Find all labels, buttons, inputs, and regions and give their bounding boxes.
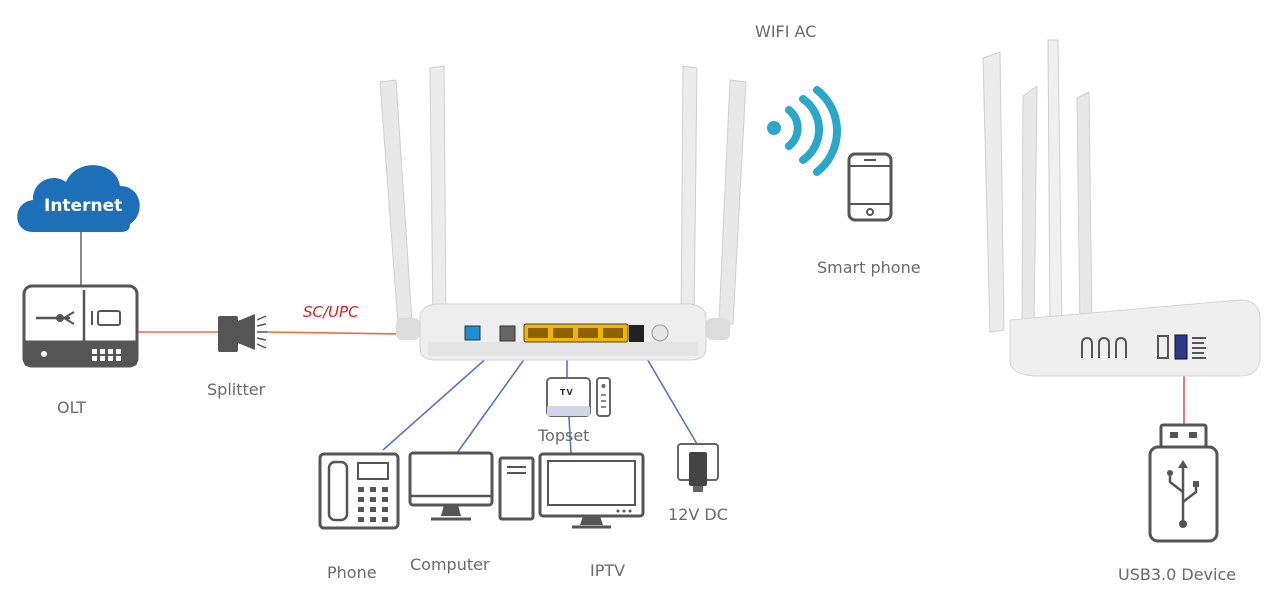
desk-phone-icon xyxy=(318,452,400,530)
smartphone-icon xyxy=(847,152,893,222)
cloud-icon xyxy=(17,165,140,232)
router-side-icon xyxy=(982,39,1261,377)
phone-label: Phone xyxy=(327,563,377,582)
router-icon xyxy=(379,65,747,361)
power-button xyxy=(651,324,669,342)
lan-port-1 xyxy=(528,328,548,338)
topset-label: Topset xyxy=(538,426,590,445)
tv-badge-label: TV xyxy=(560,388,574,397)
lan-port-2 xyxy=(553,328,573,338)
internet-label: Internet xyxy=(44,196,123,216)
iptv-line xyxy=(568,416,572,454)
power-adapter-icon xyxy=(677,443,719,492)
computer-icon xyxy=(408,451,535,521)
dc-port xyxy=(629,325,644,342)
smart-phone-label: Smart phone xyxy=(817,258,921,277)
olt-device-icon xyxy=(22,284,139,368)
splitter-icon xyxy=(218,314,267,352)
remote-control-icon xyxy=(596,377,611,417)
tv-monitor-icon xyxy=(538,452,645,529)
usb-device-label: USB3.0 Device xyxy=(1118,565,1237,584)
iptv-label: IPTV xyxy=(590,561,626,580)
pon-port xyxy=(464,325,481,341)
wifi-signal-icon xyxy=(767,86,842,176)
dc-label: 12V DC xyxy=(668,505,728,524)
lan-port-4 xyxy=(603,328,623,338)
splitter-label: Splitter xyxy=(207,380,266,399)
usb-port xyxy=(1174,334,1188,360)
wifi-ac-label: WIFI AC xyxy=(755,22,817,41)
computer-label: Computer xyxy=(410,555,490,574)
olt-label: OLT xyxy=(57,398,87,417)
settop-box-icon xyxy=(546,377,591,417)
lan-port-3 xyxy=(578,328,598,338)
sc-upc-label: SC/UPC xyxy=(303,303,359,321)
usb-drive-icon xyxy=(1148,423,1219,543)
phone-port xyxy=(499,325,516,342)
